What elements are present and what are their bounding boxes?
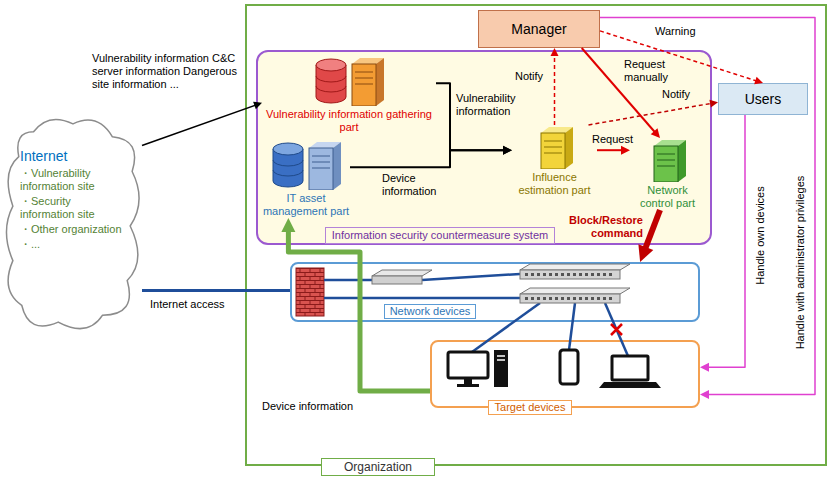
- cloud-item: ・Security information site: [20, 195, 128, 221]
- connector: [600, 18, 815, 399]
- arrow-head: [651, 128, 660, 138]
- edge-label: Notify: [515, 70, 543, 83]
- users-box: Users: [718, 83, 808, 115]
- cloud-item: ・...: [20, 238, 128, 251]
- arrow-head: [281, 218, 295, 232]
- node-label: Influence estimation part: [512, 171, 597, 197]
- internet-cloud: Internet・Vulnerability information site・…: [4, 112, 142, 335]
- arrow-head: [700, 363, 709, 372]
- arrow-head: [638, 244, 653, 262]
- blocked-mark: [611, 324, 622, 335]
- influence-estimation-part: Influence estimation part: [512, 125, 597, 197]
- connector-line: [554, 54, 556, 125]
- connector: [700, 115, 745, 372]
- connector: [281, 218, 430, 391]
- cloud-shape: [6, 119, 139, 328]
- connector: [142, 290, 290, 291]
- node-label: Users: [745, 91, 782, 107]
- connector-line: [600, 31, 758, 81]
- edge-label: Block/Restore command: [563, 214, 643, 240]
- edge-label: Vulnerability information C&C server inf…: [92, 52, 238, 91]
- connector: [551, 48, 559, 125]
- arrow-head: [754, 77, 763, 85]
- edge-label: Handle own devices: [753, 184, 766, 286]
- server-icon: [271, 140, 341, 190]
- edge-label: Request: [592, 133, 633, 146]
- node-label: Vulnerability information gathering part: [262, 108, 436, 134]
- arrow-head: [621, 146, 630, 155]
- connector-line: [142, 105, 257, 146]
- cloud-item: ・Vulnerability information site: [20, 167, 128, 193]
- network-control-part: Network control part: [630, 138, 705, 210]
- gathering-part: Vulnerability information gathering part: [262, 56, 436, 134]
- firewall-icon: [296, 268, 324, 316]
- arrow-head: [253, 102, 262, 110]
- connector-line: [142, 289, 290, 292]
- edge-label: Device information: [262, 400, 358, 413]
- connector-line: [600, 18, 815, 395]
- cloud-title: Internet: [20, 148, 128, 165]
- connector-line: [288, 228, 430, 391]
- arrow-head: [503, 146, 512, 155]
- connector: [597, 146, 630, 155]
- network-devices-frame: Network devices: [290, 262, 700, 322]
- connector: [350, 146, 512, 168]
- server-icon: [648, 138, 688, 182]
- device-icons: [448, 350, 661, 388]
- frame-title: Target devices: [488, 400, 573, 415]
- frame-title: Organization: [321, 458, 435, 476]
- edge-label: Notify: [662, 88, 690, 101]
- connector: [600, 31, 763, 84]
- edge-label: Device information: [382, 172, 448, 198]
- connector-line: [644, 210, 660, 252]
- node-label: Network control part: [630, 184, 705, 210]
- frame-title: Information security countermeasure syst…: [325, 227, 555, 244]
- edge-label: Warning: [655, 25, 696, 38]
- server-icon: [535, 125, 575, 169]
- edge-label: Internet access: [150, 298, 225, 311]
- edge-label: Request manually: [624, 58, 676, 84]
- switch-icon: [372, 264, 630, 303]
- node-label: Manager: [511, 21, 566, 37]
- arrow-head: [709, 100, 718, 108]
- arrow-head: [503, 146, 512, 155]
- node-label: IT asset management part: [262, 192, 350, 218]
- server-icon: [314, 56, 384, 106]
- connector: [589, 100, 719, 125]
- frame-title: Network devices: [384, 304, 477, 319]
- arrow-head: [551, 48, 559, 56]
- connector: [142, 102, 262, 146]
- cloud-item: ・Other organization: [20, 223, 128, 236]
- connector-line: [589, 103, 713, 125]
- arrow-head: [700, 390, 709, 399]
- connector-line: [706, 115, 745, 367]
- network-wires: [324, 274, 628, 356]
- manager-box: Manager: [478, 10, 600, 48]
- connector-line: [350, 150, 506, 167]
- connector-line: [597, 149, 624, 151]
- edge-label: Vulnerability information: [456, 92, 522, 118]
- asset-management-part: IT asset management part: [262, 140, 350, 218]
- edge-label: Handle with administrator privileges: [794, 173, 807, 351]
